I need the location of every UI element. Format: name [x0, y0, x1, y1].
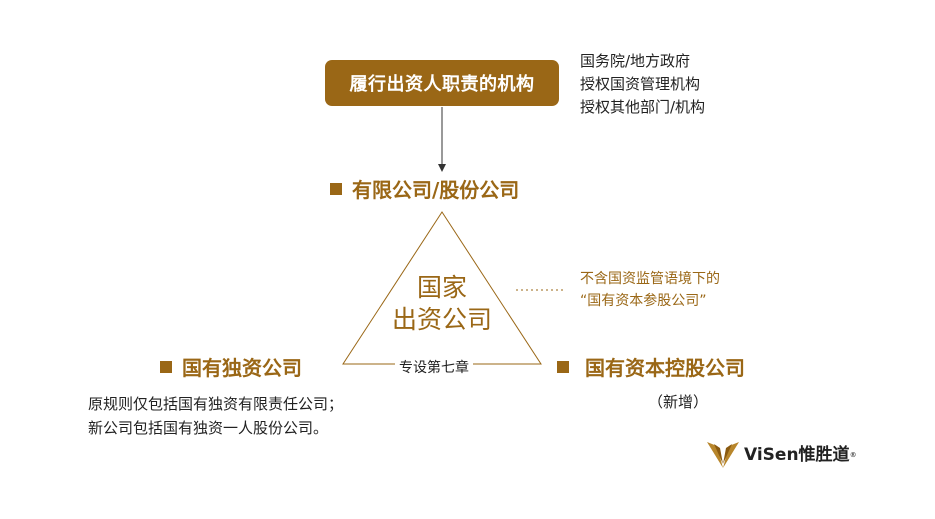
state-holding-label: 国有资本控股公司	[585, 356, 745, 380]
exclusion-note: 不含国资监管语境下的 “国有资本参股公司”	[580, 268, 720, 312]
state-holding-heading: 国有资本控股公司	[557, 352, 745, 381]
square-bullet-icon	[160, 360, 172, 373]
note-line-1: 不含国资监管语境下的	[580, 271, 720, 287]
chapter-label: 专设第七章	[395, 357, 473, 377]
sole-state-description: 原规则仅包括国有独资有限责任公司； 新公司包括国有独资一人股份公司。	[88, 392, 343, 440]
note-line-2: “国有资本参股公司”	[580, 293, 707, 309]
gov-list-item: 授权其他部门/机构	[580, 98, 706, 116]
registered-mark: ®	[849, 451, 857, 459]
triangle-line-2: 出资公司	[391, 305, 492, 334]
sponsor-institution-label: 履行出资人职责的机构	[349, 74, 535, 95]
desc-line-2: 新公司包括国有独资一人股份公司。	[88, 419, 329, 437]
arrow-head	[438, 164, 446, 172]
government-list: 国务院/地方政府 授权国资管理机构 授权其他部门/机构	[580, 50, 705, 119]
sole-state-label: 国有独资公司	[182, 356, 302, 380]
limited-company-heading: 有限公司/股份公司	[330, 174, 519, 203]
square-bullet-icon	[557, 360, 569, 373]
sole-state-heading: 国有独资公司	[160, 352, 302, 381]
triangle-line-1: 国家	[416, 273, 467, 302]
visen-logo: ViSen惟胜道®	[706, 440, 857, 470]
visen-emblem-icon	[707, 442, 739, 468]
gov-list-item: 国务院/地方政府	[580, 52, 691, 70]
logo-wordmark: ViSen惟胜道	[744, 445, 850, 465]
new-tag: （新增）	[648, 393, 709, 411]
gov-list-item: 授权国资管理机构	[580, 75, 701, 93]
desc-line-1: 原规则仅包括国有独资有限责任公司；	[88, 395, 344, 413]
sponsor-institution-box: 履行出资人职责的机构	[325, 60, 559, 106]
triangle-center-text: 国家 出资公司	[372, 272, 512, 336]
limited-company-label: 有限公司/股份公司	[352, 178, 520, 202]
square-bullet-icon	[330, 182, 342, 195]
